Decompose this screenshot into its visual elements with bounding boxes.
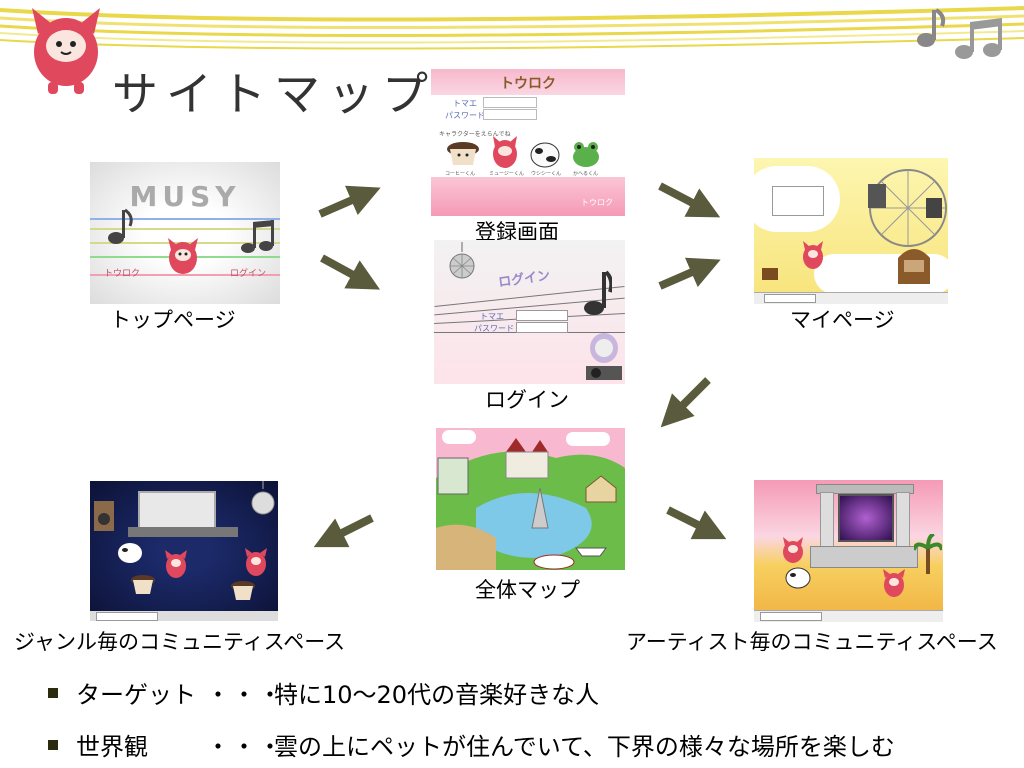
arrow-login-to-mypage — [660, 266, 706, 286]
bullet-marker — [48, 688, 58, 698]
arrow-mypage-to-map — [672, 380, 708, 416]
bullet-separator: ・・・ — [206, 675, 274, 710]
bullet-label: 世界観 — [76, 727, 206, 762]
arrow-map-to-artist — [668, 510, 712, 532]
arrow-register-to-mypage — [660, 186, 706, 210]
bullet-worldview: 世界観・・・雲の上にペットが住んでいて、下界の様々な場所を楽しむ — [48, 727, 895, 762]
arrow-map-to-genre — [328, 518, 372, 540]
bullet-label: ターゲット — [76, 675, 206, 710]
arrow-top-to-register — [320, 194, 366, 214]
bullet-separator: ・・・ — [206, 727, 274, 762]
bullet-text: 特に10～20代の音楽好きな人 — [274, 681, 599, 709]
bullet-marker — [48, 740, 58, 750]
arrow-top-to-login — [322, 258, 366, 282]
bullet-target: ターゲット・・・特に10～20代の音楽好きな人 — [48, 675, 599, 710]
bullet-text: 雲の上にペットが住んでいて、下界の様々な場所を楽しむ — [274, 733, 895, 761]
